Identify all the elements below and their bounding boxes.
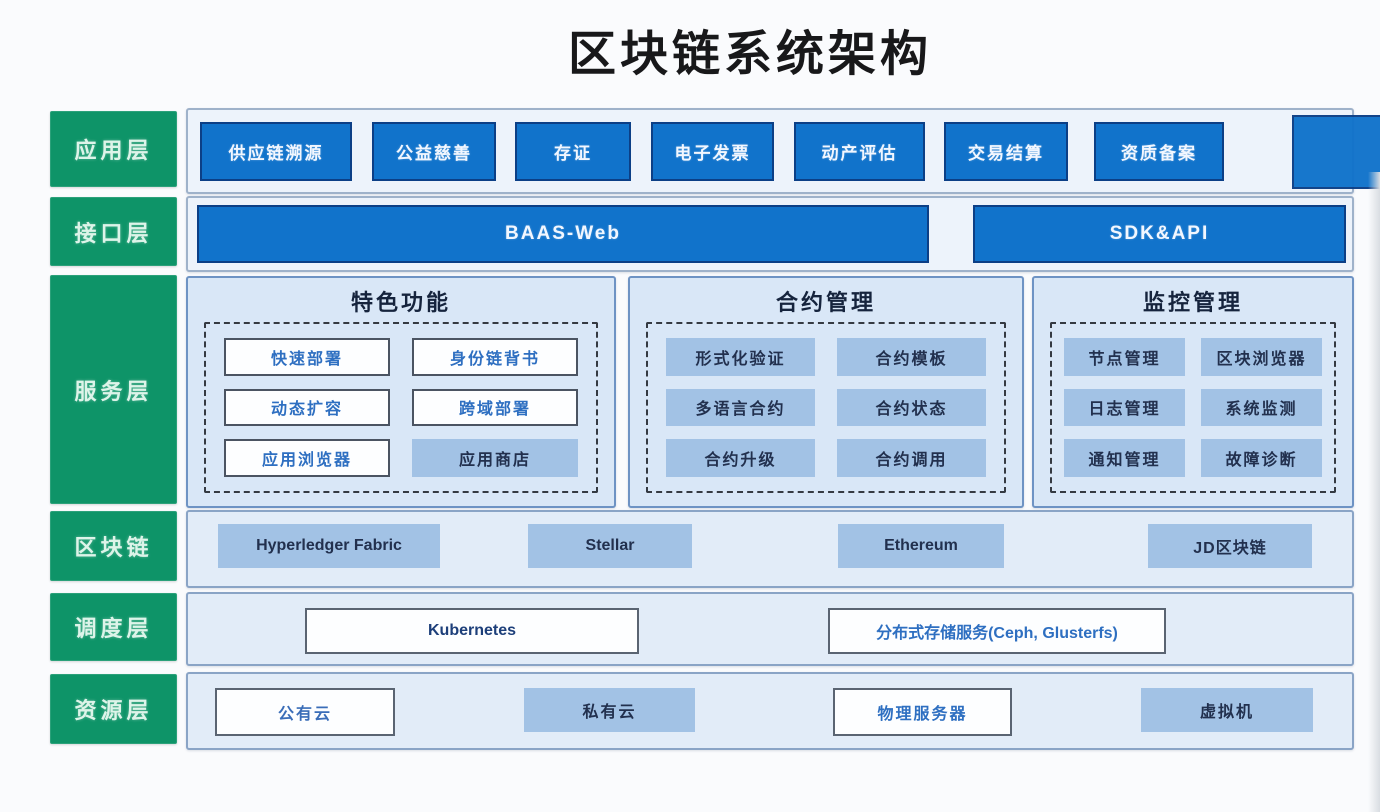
monitor-item-notify-mgmt: 通知管理 (1064, 439, 1185, 477)
monitor-item-block-explorer: 区块浏览器 (1201, 338, 1322, 376)
monitor-item-fault-diagnose: 故障诊断 (1201, 439, 1322, 477)
layer-label-service: 服务层 (50, 275, 177, 504)
group-title-contract: 合约管理 (775, 290, 876, 315)
group-dash-monitoring: 节点管理 区块浏览器 日志管理 系统监测 通知管理 故障诊断 (1050, 322, 1336, 493)
app-item-truncated (1292, 115, 1380, 189)
monitor-item-log-mgmt: 日志管理 (1064, 388, 1185, 427)
contract-item-invoke: 合约调用 (837, 439, 986, 477)
group-title-monitoring: 监控管理 (1142, 290, 1243, 315)
scheduling-item-distributed-storage: 分布式存储服务(Ceph, Glusterfs) (828, 608, 1166, 654)
blockchain-item-hyperledger: Hyperledger Fabric (218, 524, 440, 568)
feature-item-identity-endorse: 身份链背书 (412, 338, 578, 376)
page-title: 区块链系统架构 (567, 28, 932, 81)
monitor-item-system-monitor: 系统监测 (1201, 388, 1322, 427)
interface-item-sdk-api: SDK&API (973, 205, 1346, 263)
scheduling-item-kubernetes: Kubernetes (305, 608, 639, 654)
layer-label-application: 应用层 (50, 111, 177, 187)
blockchain-item-ethereum: Ethereum (838, 524, 1004, 568)
feature-item-app-store: 应用商店 (412, 439, 578, 477)
group-title-features: 特色功能 (350, 290, 451, 315)
page-edge-shade (1368, 172, 1380, 812)
contract-item-status: 合约状态 (837, 388, 986, 427)
layer-label-blockchain: 区块链 (50, 511, 177, 581)
layer-label-resource: 资源层 (50, 674, 177, 744)
service-group-contract: 合约管理 形式化验证 合约模板 多语言合约 合约状态 合约升级 合约调用 (628, 276, 1024, 508)
service-group-monitoring: 监控管理 节点管理 区块浏览器 日志管理 系统监测 通知管理 故障诊断 (1032, 276, 1354, 508)
blockchain-item-stellar: Stellar (528, 524, 692, 568)
group-dash-features: 快速部署 身份链背书 动态扩容 跨域部署 应用浏览器 应用商店 (204, 322, 598, 493)
feature-item-quick-deploy: 快速部署 (224, 338, 390, 376)
interface-item-baas-web: BAAS-Web (197, 205, 929, 263)
feature-item-app-browser: 应用浏览器 (224, 439, 390, 477)
resource-item-private-cloud: 私有云 (524, 688, 695, 732)
app-item-trade-settlement: 交易结算 (944, 122, 1068, 181)
app-item-charity: 公益慈善 (372, 122, 496, 181)
feature-item-cross-domain: 跨域部署 (412, 388, 578, 427)
resource-item-virtual-machine: 虚拟机 (1141, 688, 1313, 732)
resource-item-public-cloud: 公有云 (215, 688, 395, 736)
blockchain-item-jd-chain: JD区块链 (1148, 524, 1312, 568)
service-group-features: 特色功能 快速部署 身份链背书 动态扩容 跨域部署 应用浏览器 应用商店 (186, 276, 616, 508)
app-item-e-invoice: 电子发票 (651, 122, 774, 181)
contract-item-formal-verify: 形式化验证 (666, 338, 815, 376)
app-item-asset-appraisal: 动产评估 (794, 122, 925, 181)
layer-label-scheduling: 调度层 (50, 593, 177, 661)
monitor-item-node-mgmt: 节点管理 (1064, 338, 1185, 376)
contract-item-upgrade: 合约升级 (666, 439, 815, 477)
app-item-supply-chain-trace: 供应链溯源 (200, 122, 352, 181)
contract-item-template: 合约模板 (837, 338, 986, 376)
app-item-qualification: 资质备案 (1094, 122, 1224, 181)
layer-label-interface: 接口层 (50, 197, 177, 266)
contract-item-multi-language: 多语言合约 (666, 388, 815, 427)
feature-item-dynamic-scale: 动态扩容 (224, 388, 390, 427)
resource-item-physical-server: 物理服务器 (833, 688, 1012, 736)
group-dash-contract: 形式化验证 合约模板 多语言合约 合约状态 合约升级 合约调用 (646, 322, 1006, 493)
app-item-evidence: 存证 (515, 122, 631, 181)
